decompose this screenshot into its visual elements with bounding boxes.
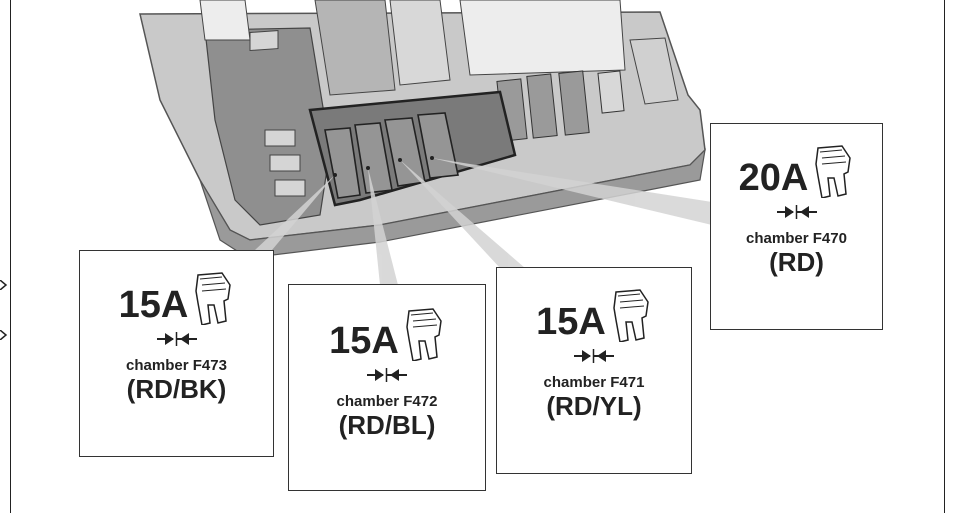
callout-f470: 20A chamber F470 (RD) [710, 123, 883, 330]
callout-f471: 15A chamber F471 (RD/YL) [496, 267, 692, 474]
fuse-rating: 15A [329, 320, 399, 362]
edge-marker-icon [0, 280, 8, 290]
callout-f473: 15A chamber F473 (RD/BK) [79, 250, 274, 457]
chamber-label: chamber F473 [126, 357, 227, 374]
chamber-label: chamber F471 [543, 374, 645, 391]
wire-color: (RD/BL) [338, 410, 436, 440]
connector-tab [269, 154, 301, 172]
fuse-rating: 15A [118, 284, 189, 326]
wire-color: (RD) [769, 247, 824, 277]
relay-block [459, 0, 626, 76]
fuse-rating: 20A [738, 157, 809, 199]
relay-block [199, 0, 251, 41]
chamber-label: chamber F472 [336, 393, 438, 410]
relay-block [389, 0, 451, 86]
leader-points [333, 156, 434, 177]
inward-arrows-icon [367, 368, 407, 382]
blade-fuse-icon [406, 308, 442, 361]
inward-arrows-icon [156, 332, 197, 346]
connector-tab [249, 30, 279, 52]
fuse-slots [324, 112, 459, 199]
wire-color: (RD/YL) [546, 391, 642, 421]
connector-tab [264, 129, 296, 147]
blade-fuse-icon [613, 289, 649, 342]
relay-block [629, 37, 679, 105]
inward-arrows-icon [776, 205, 817, 219]
fuse-rating: 15A [536, 301, 606, 343]
connector-tab [274, 179, 306, 197]
diagram-frame [10, 0, 945, 513]
blade-fuse-icon [195, 272, 232, 325]
edge-marker-icon [0, 330, 8, 340]
blade-fuse-icon [815, 145, 852, 198]
inward-arrows-icon [574, 349, 614, 363]
wire-color: (RD/BK) [126, 374, 227, 404]
chamber-label: chamber F470 [746, 230, 847, 247]
leader-lines [255, 158, 712, 285]
relay-block [314, 0, 396, 96]
callout-f472: 15A chamber F472 (RD/BL) [288, 284, 486, 491]
